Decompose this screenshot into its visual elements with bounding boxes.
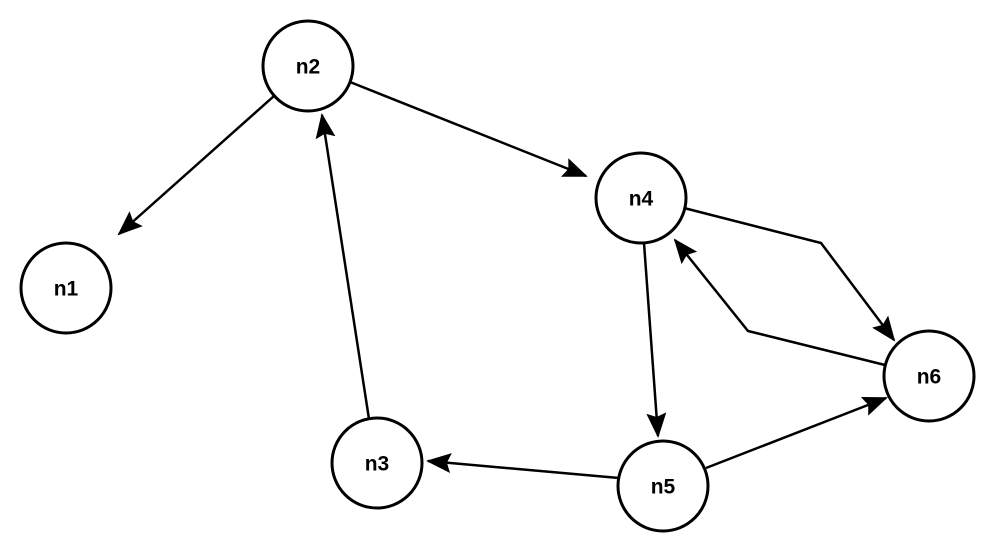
edge-n6-n4[interactable] — [673, 238, 886, 367]
node-circle-n1[interactable] — [19, 241, 113, 335]
node-circle-n3[interactable] — [330, 416, 424, 510]
edge-n3-n2[interactable] — [315, 113, 371, 420]
node-circle-n2[interactable] — [261, 19, 355, 113]
node-label-n6: n6 — [917, 366, 942, 389]
node-label-n2: n2 — [296, 56, 321, 79]
node-n4[interactable]: n4 — [594, 151, 688, 245]
edge-n4-n6[interactable] — [683, 206, 896, 342]
edge-n5-n3[interactable] — [426, 453, 620, 480]
node-n6[interactable]: n6 — [882, 329, 976, 423]
edge-n5-n6[interactable] — [705, 396, 888, 470]
node-label-n3: n3 — [365, 453, 390, 476]
edges-layer — [117, 80, 896, 480]
edge-n2-n4[interactable] — [349, 80, 588, 178]
edge-n4-n5[interactable] — [642, 242, 667, 438]
node-n5[interactable]: n5 — [616, 439, 710, 533]
node-n1[interactable]: n1 — [19, 241, 113, 335]
node-circle-n4[interactable] — [594, 151, 688, 245]
node-circle-n6[interactable] — [882, 329, 976, 423]
node-label-n1: n1 — [54, 278, 79, 301]
nodes-layer: n1 n2 n3 n4 n5 n6 — [19, 19, 976, 533]
node-n3[interactable]: n3 — [330, 416, 424, 510]
edge-n2-n1[interactable] — [117, 95, 275, 236]
node-n2[interactable]: n2 — [261, 19, 355, 113]
node-label-n5: n5 — [651, 476, 676, 499]
node-circle-n5[interactable] — [616, 439, 710, 533]
node-label-n4: n4 — [629, 188, 654, 211]
